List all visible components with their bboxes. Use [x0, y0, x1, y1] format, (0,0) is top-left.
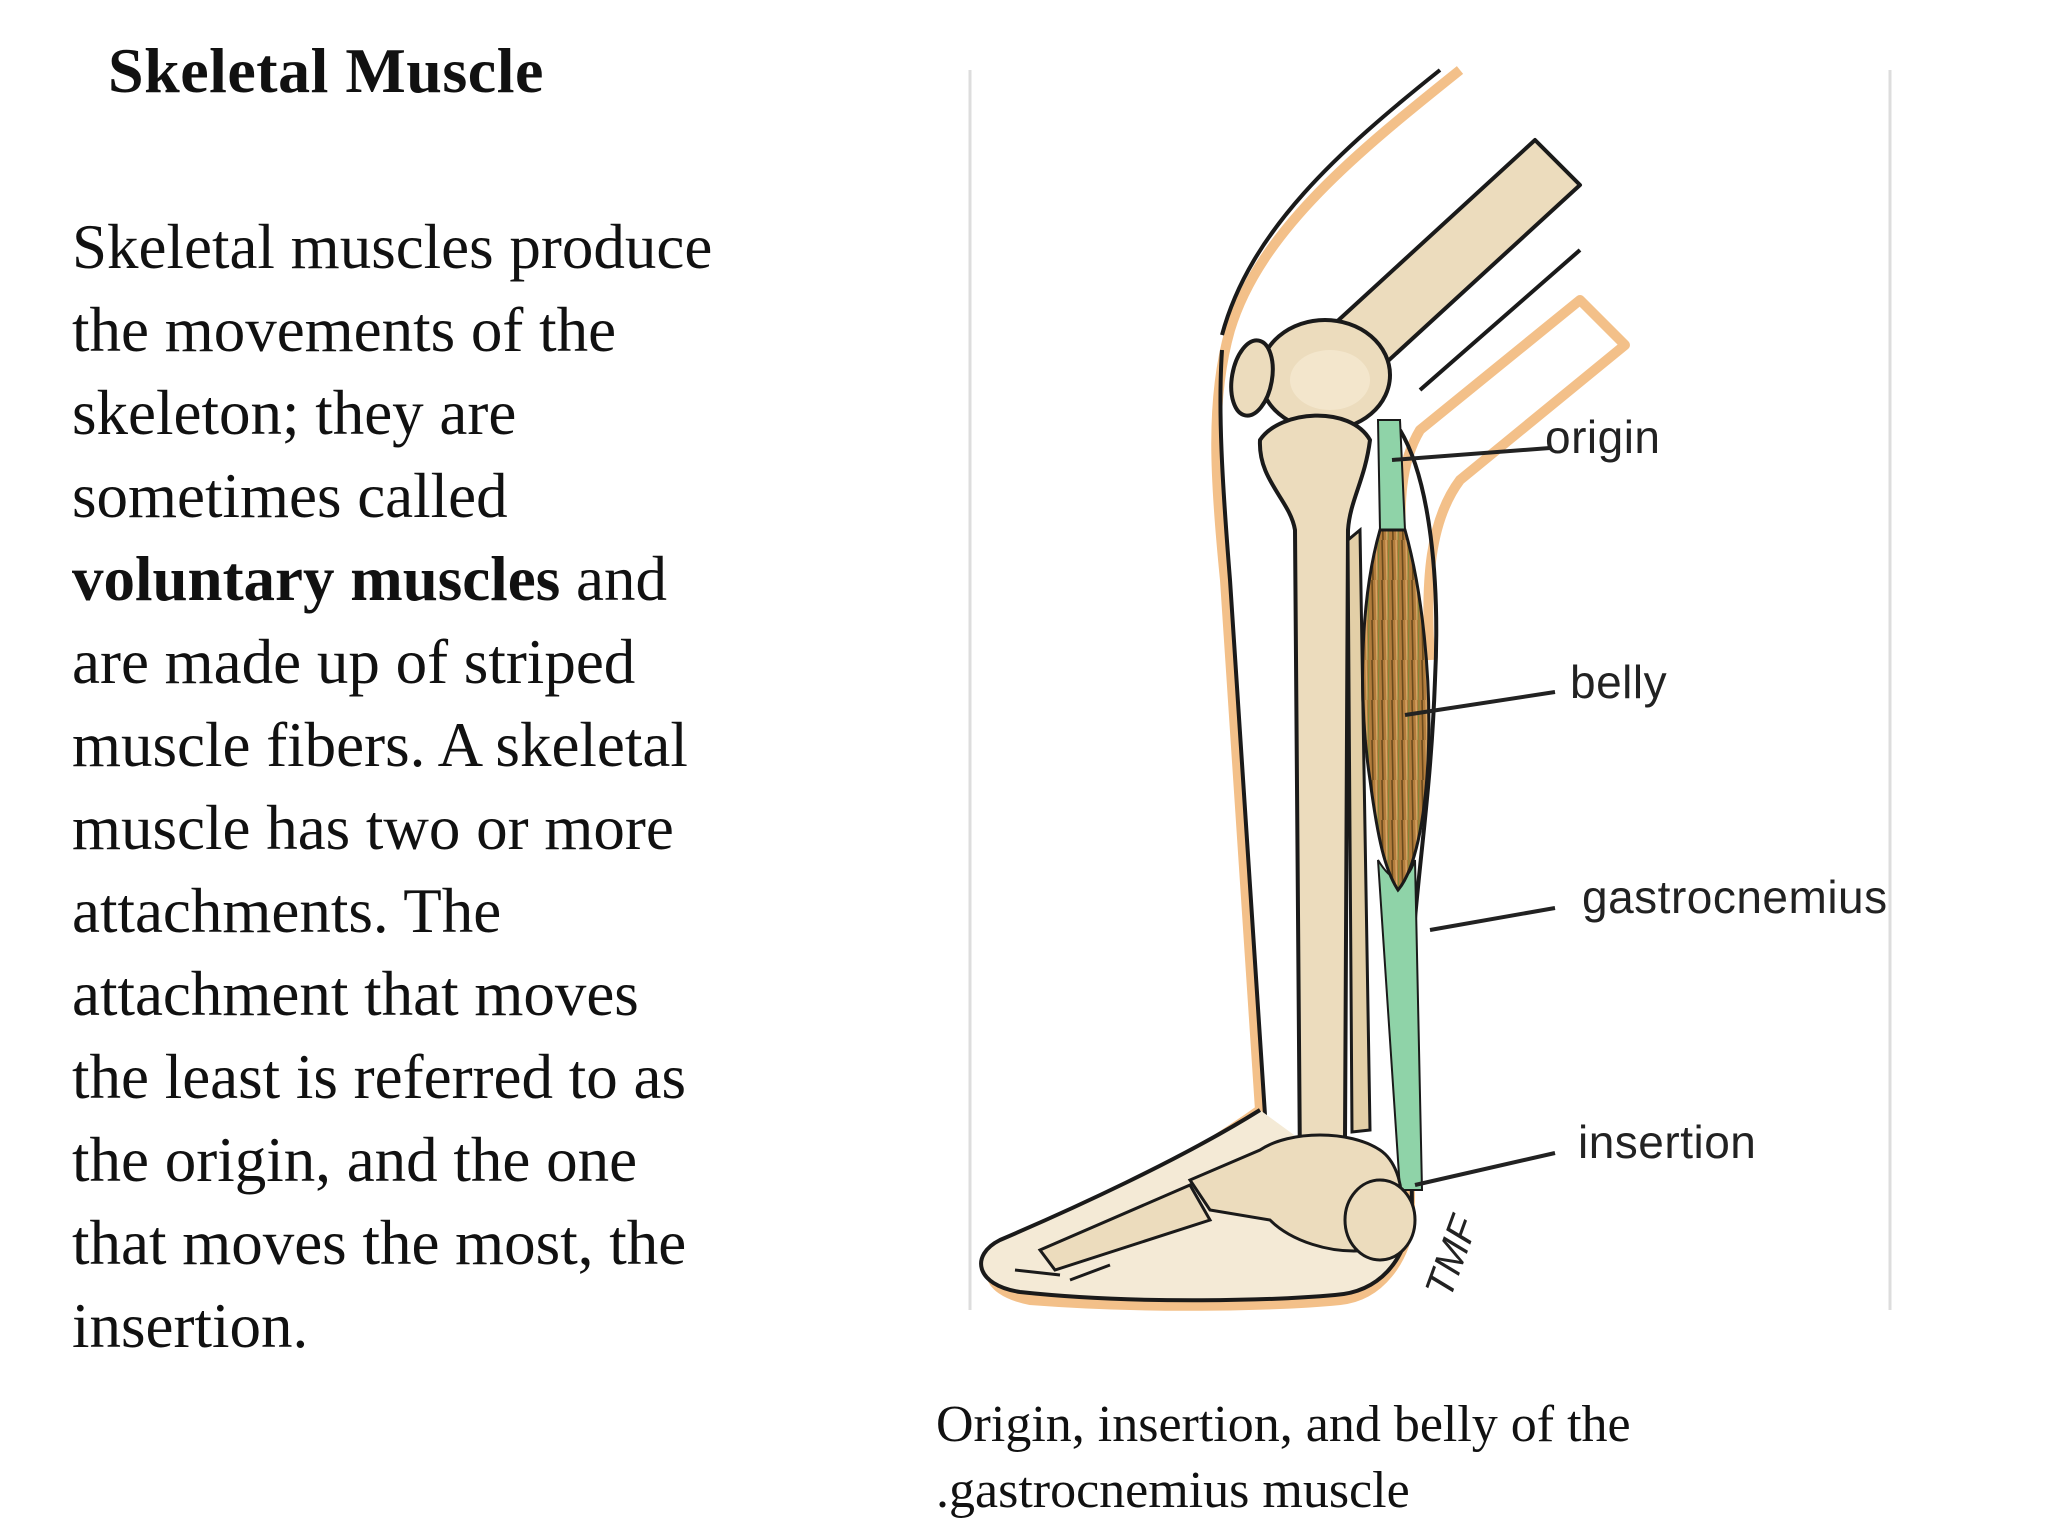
body-line: the least is referred to as: [72, 1042, 686, 1112]
shin-outline: [1218, 349, 1267, 1116]
caption-line: Origin, insertion, and belly of the: [936, 1396, 1631, 1453]
calcaneus-bone: [1343, 1178, 1417, 1262]
leg-muscle-figure: TMF origin belly gastrocnemius insertion: [960, 60, 1900, 1320]
origin-leader-line: [1391, 446, 1551, 462]
body-line: that moves the most, the: [72, 1208, 687, 1278]
thigh-outline-back: [1418, 248, 1582, 392]
label-origin: origin: [1545, 411, 1661, 463]
body-line-rest: and: [560, 544, 667, 614]
voluntary-muscles-term: voluntary muscles: [72, 544, 561, 614]
gastrocnemius-leader-line: [1429, 906, 1556, 932]
fibula-bone: [1346, 526, 1372, 1134]
patella: [1229, 338, 1275, 418]
label-insertion: insertion: [1578, 1116, 1757, 1168]
body-line: attachments. The: [72, 876, 502, 946]
body-line: muscle fibers. A skeletal: [72, 710, 688, 780]
body-line: sometimes called: [72, 461, 508, 531]
body-line: Skeletal muscles produce: [72, 212, 713, 282]
caption-line: .gastrocnemius muscle: [936, 1462, 1410, 1519]
body-line: skeleton; they are: [72, 378, 517, 448]
body-paragraph: Skeletal muscles produce the movements o…: [72, 206, 812, 1368]
body-line: voluntary muscles and: [72, 538, 812, 621]
slide-title: Skeletal Muscle: [108, 35, 544, 106]
figure-caption: Origin, insertion, and belly of the .gas…: [936, 1392, 1631, 1524]
body-line: are made up of striped: [72, 627, 636, 697]
artist-signature: TMF: [1417, 1208, 1487, 1303]
body-line: attachment that moves: [72, 959, 639, 1029]
metatarsal-bones: [1014, 1183, 1213, 1282]
label-gastrocnemius: gastrocnemius: [1582, 871, 1888, 923]
leg-illustration: TMF: [968, 66, 1892, 1311]
belly-leader-line: [1404, 690, 1556, 717]
thigh-outline: [1220, 68, 1442, 336]
body-line: insertion.: [72, 1291, 309, 1361]
knee-condyle-inner: [1290, 350, 1370, 410]
body-line: the origin, and the one: [72, 1125, 638, 1195]
body-line: muscle has two or more: [72, 793, 674, 863]
muscle-belly: [1361, 528, 1431, 893]
insertion-leader-line: [1414, 1151, 1556, 1187]
tibia-bone: [1257, 413, 1372, 1176]
body-line: the movements of the: [72, 295, 617, 365]
label-belly: belly: [1570, 656, 1668, 708]
